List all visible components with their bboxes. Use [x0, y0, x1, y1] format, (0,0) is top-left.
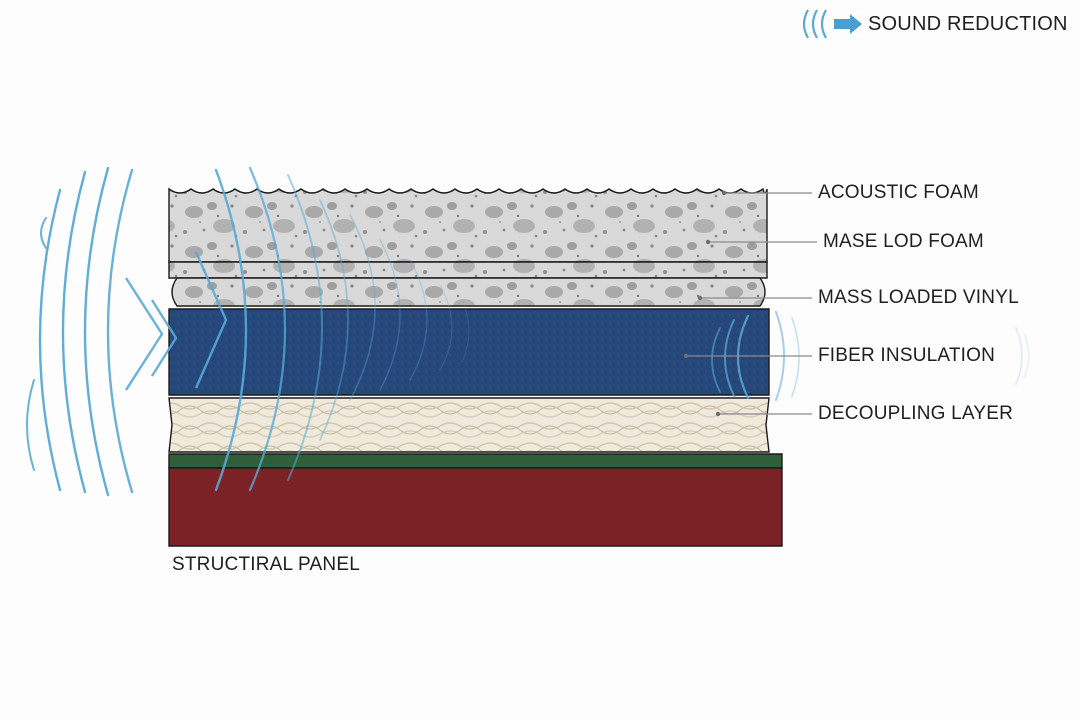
leader-dot-mass-load-foam: [705, 239, 711, 245]
sound-wave-attenuating-5: [349, 214, 376, 401]
sound-wave-chevron-1: [124, 277, 164, 391]
sound-wave-chevron-3: [194, 251, 228, 389]
label-acoustic-foam: ACOUSTIC FOAM: [818, 182, 979, 203]
leader-dot-fiber-insulation: [683, 353, 689, 359]
label-fiber-insulation: FIBER INSULATION: [818, 345, 996, 366]
sound-wave-attenuating-7: [409, 259, 428, 381]
sound-wave-incoming-4: [106, 168, 134, 494]
sound-wave-incoming-5: [40, 217, 47, 249]
layers: [168, 187, 783, 547]
sound-wave-incoming-6: [26, 379, 35, 471]
sound-wave-arrow-icon: [802, 9, 862, 39]
sound-wave-reflected-2: [724, 319, 735, 397]
sound-wave-attenuating-9: [461, 299, 470, 363]
sound-wave-reflected-3: [736, 314, 750, 400]
label-mass-loaded-vinyl: MASS LOADED VINYL: [818, 287, 1019, 308]
label-decoupling-layer: DECOUPLING LAYER: [818, 403, 1014, 424]
sound-waves: [26, 166, 1030, 497]
legend: SOUND REDUCTION: [800, 8, 1068, 40]
label-mass-load-foam: MASE LOD FOAM: [823, 231, 984, 252]
sound-wave-chevron-2: [150, 299, 178, 377]
leader-dot-mass-loaded-vinyl: [697, 295, 703, 301]
leader-lines: [683, 190, 817, 417]
sound-wave-incoming-2: [61, 170, 87, 494]
sound-wave-attenuating-8: [439, 284, 453, 371]
leader-dot-acoustic-foam: [721, 190, 727, 196]
sound-wave-reflected-7: [1023, 333, 1030, 379]
sound-wave-reflected-1: [711, 327, 721, 393]
sound-wave-attenuating-4: [319, 199, 349, 441]
layer-mass-loaded-vinyl: [171, 277, 766, 307]
layer-acoustic-foam: [168, 187, 768, 263]
layer-mass-load-foam: [168, 261, 768, 279]
layer-decoupling-layer: [168, 397, 770, 453]
sound-wave-attenuating-6: [379, 239, 401, 391]
label-structural-panel: STRUCTIRAL PANEL: [172, 554, 360, 575]
sound-wave-attenuating-2: [248, 166, 287, 492]
leader-dot-decoupling-layer: [715, 411, 721, 417]
legend-label: SOUND REDUCTION: [868, 12, 1068, 35]
sound-wave-reflected-5: [791, 317, 800, 397]
layer-structural-panel: [168, 467, 783, 547]
sound-wave-attenuating-3: [287, 174, 323, 481]
sound-wave-incoming-3: [83, 166, 110, 497]
sound-wave-reflected-6: [1015, 327, 1023, 385]
sound-wave-attenuating-1: [214, 168, 248, 492]
sound-wave-incoming-1: [38, 188, 62, 492]
